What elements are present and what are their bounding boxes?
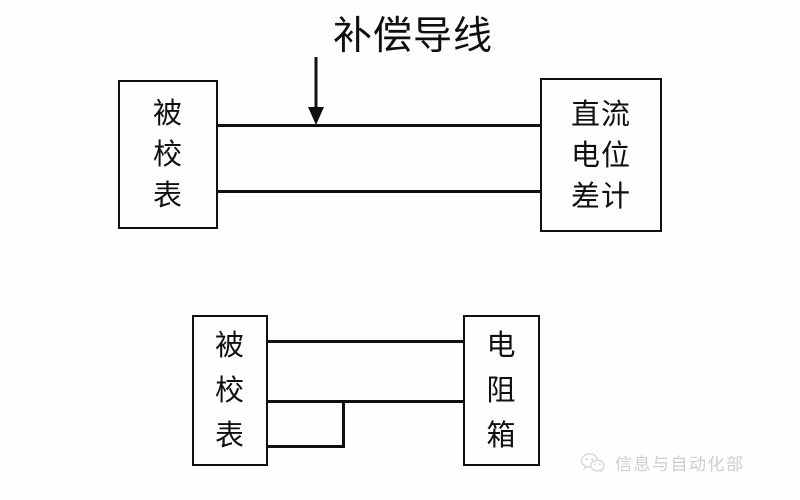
bottom-circuit-middle-wire <box>267 400 465 403</box>
bottom-circuit-jumper-link <box>342 400 345 447</box>
bottom-circuit-upper-wire <box>267 340 465 343</box>
box-text-line: 直流 <box>570 96 631 131</box>
box-text-line: 被 <box>152 96 183 130</box>
bottom-circuit-lower-wire <box>267 445 345 448</box>
box-text-line: 电 <box>486 328 517 362</box>
down-arrow-icon <box>308 57 324 125</box>
box-text-line: 表 <box>152 178 183 212</box>
bottom-circuit-resistance-box-box: 电 阻 箱 <box>463 315 540 466</box>
top-circuit-upper-wire <box>217 124 542 127</box>
watermark: 信息与自动化部 <box>580 450 745 475</box>
box-text-line: 差计 <box>570 178 631 213</box>
box-text-line: 校 <box>152 137 183 171</box>
wechat-icon <box>580 452 605 473</box>
box-text-line: 阻 <box>486 373 517 407</box>
bottom-circuit-meter-box: 被 校 表 <box>192 315 268 466</box>
box-text-line: 表 <box>214 418 245 452</box>
top-circuit-lower-wire <box>217 190 542 193</box>
compensation-wire-label: 补偿导线 <box>333 14 494 59</box>
box-text-line: 校 <box>214 373 245 407</box>
box-text-line: 被 <box>214 328 245 362</box>
top-circuit-potentiometer-box: 直流 电位 差计 <box>540 78 662 232</box>
top-circuit-meter-box: 被 校 表 <box>118 80 218 229</box>
box-text-line: 箱 <box>486 418 517 452</box>
watermark-text: 信息与自动化部 <box>615 455 745 475</box>
box-text-line: 电位 <box>570 137 631 172</box>
